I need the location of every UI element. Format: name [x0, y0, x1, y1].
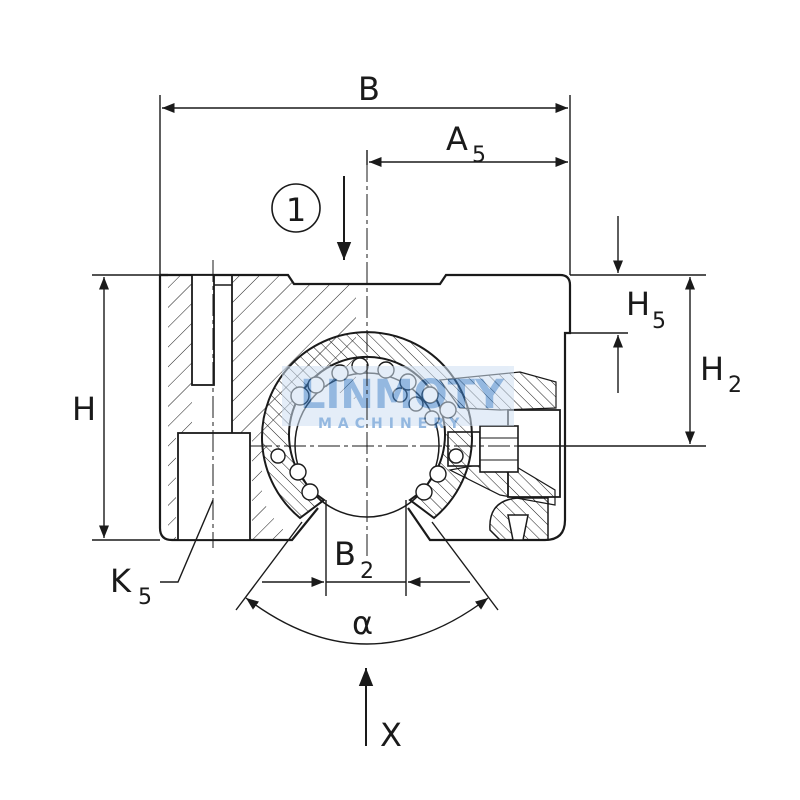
svg-text:5: 5 — [472, 143, 486, 168]
label-h5: H 5 — [626, 285, 666, 334]
view-arrow-x: X — [358, 668, 402, 754]
label-h: H — [72, 390, 96, 428]
label-h2: H 2 — [700, 350, 742, 398]
svg-text:5: 5 — [652, 309, 666, 334]
svg-text:2: 2 — [728, 373, 742, 398]
load-indicator: 1 — [271, 176, 352, 260]
svg-text:2: 2 — [360, 559, 374, 584]
svg-text:5: 5 — [138, 585, 152, 610]
label-alpha: α — [352, 604, 373, 642]
callout-number: 1 — [286, 191, 306, 229]
label-b: B — [358, 70, 380, 108]
svg-text:A: A — [446, 120, 468, 158]
label-x: X — [380, 716, 402, 754]
label-b2: B 2 — [334, 535, 374, 584]
callout-circle — [271, 183, 321, 233]
svg-text:H: H — [700, 350, 724, 388]
dimensions — [92, 95, 706, 645]
watermark: LINMOTY MACHINERY — [282, 366, 514, 432]
label-a5: A 5 — [446, 120, 486, 168]
svg-text:H: H — [626, 285, 650, 323]
label-k5: K 5 — [110, 562, 152, 610]
watermark-top-text: LINMOTY — [300, 372, 505, 418]
housing-body — [158, 273, 572, 542]
svg-text:K: K — [110, 562, 132, 600]
watermark-bottom-text: MACHINERY — [318, 416, 465, 432]
svg-text:B: B — [334, 535, 356, 573]
